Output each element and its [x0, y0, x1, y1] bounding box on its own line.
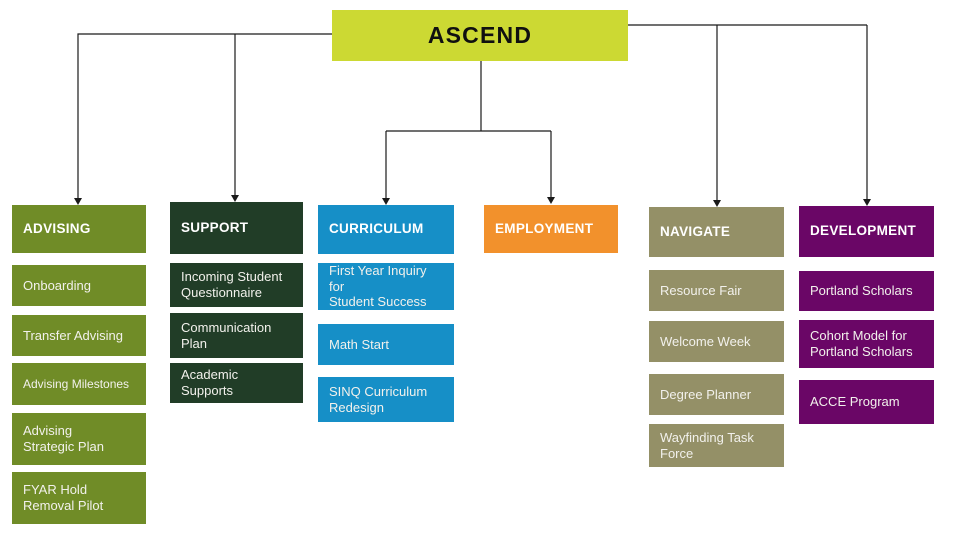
arrowhead-employment	[547, 197, 555, 204]
navigate-item-resource-fair: Resource Fair	[649, 270, 784, 311]
navigate-item-degree-planner: Degree Planner	[649, 374, 784, 415]
advising-item-advising-milestones: Advising Milestones	[12, 363, 146, 405]
connector-left	[77, 33, 332, 199]
advising-item-strategic-plan: Advising Strategic Plan	[12, 413, 146, 465]
arrowhead-curriculum	[382, 198, 390, 205]
navigate-item-wayfinding-task-force: Wayfinding Task Force	[649, 424, 784, 467]
curriculum-item-sinq-redesign: SINQ Curriculum Redesign	[318, 377, 454, 422]
development-item-cohort-model: Cohort Model for Portland Scholars	[799, 320, 934, 368]
navigate-item-welcome-week: Welcome Week	[649, 321, 784, 362]
branch-header-support: SUPPORT	[170, 202, 303, 254]
branch-header-curriculum: CURRICULUM	[318, 205, 454, 254]
advising-item-transfer-advising: Transfer Advising	[12, 315, 146, 356]
development-item-acce-program: ACCE Program	[799, 380, 934, 424]
root-node-ascend: ASCEND	[332, 10, 628, 61]
arrowhead-development	[863, 199, 871, 206]
support-item-communication-plan: Communication Plan	[170, 313, 303, 358]
branch-header-employment: EMPLOYMENT	[484, 205, 618, 253]
advising-item-fyar-hold-removal: FYAR Hold Removal Pilot	[12, 472, 146, 524]
connector-right	[628, 24, 868, 201]
connector-center	[385, 61, 552, 199]
advising-item-onboarding: Onboarding	[12, 265, 146, 306]
arrowhead-advising	[74, 198, 82, 205]
arrowhead-support	[231, 195, 239, 202]
branch-header-development: DEVELOPMENT	[799, 206, 934, 257]
curriculum-item-math-start: Math Start	[318, 324, 454, 365]
arrowhead-navigate	[713, 200, 721, 207]
support-item-incoming-student-questionnaire: Incoming Student Questionnaire	[170, 263, 303, 307]
development-item-portland-scholars: Portland Scholars	[799, 271, 934, 311]
branch-header-navigate: NAVIGATE	[649, 207, 784, 257]
curriculum-item-first-year-inquiry: First Year Inquiry for Student Success	[318, 263, 454, 310]
branch-header-advising: ADVISING	[12, 205, 146, 253]
support-item-academic-supports: Academic Supports	[170, 363, 303, 403]
